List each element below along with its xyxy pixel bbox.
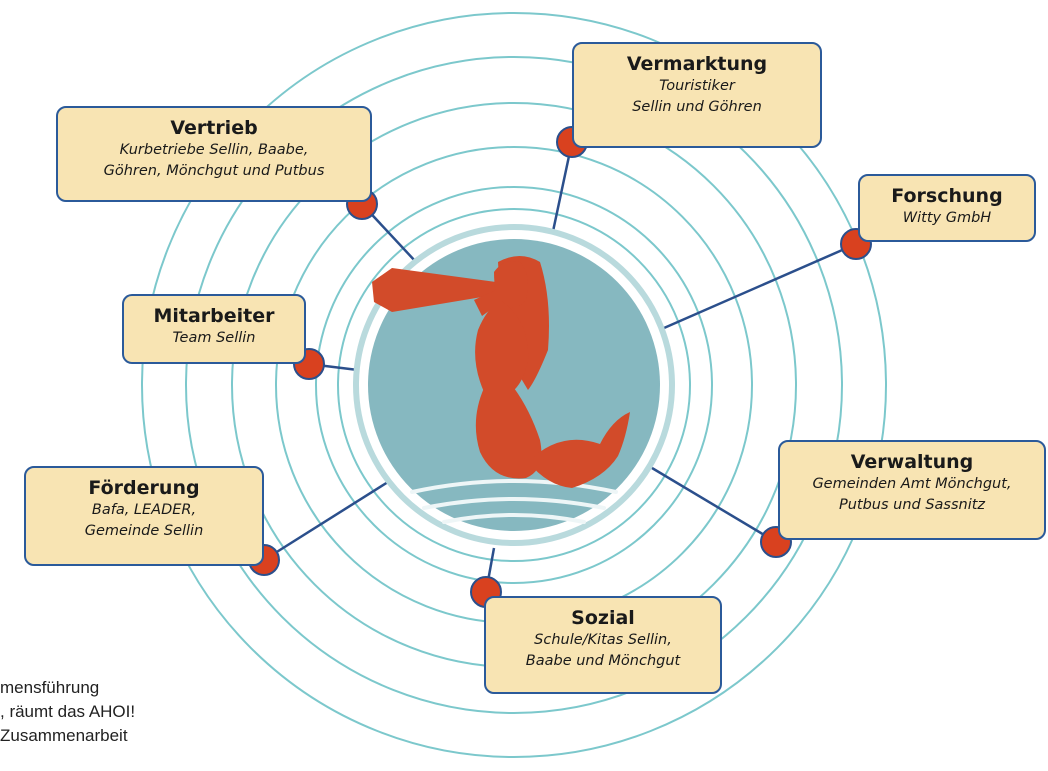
- node-line: Baabe und Mönchgut: [492, 651, 714, 672]
- node-vertrieb[interactable]: Vertrieb Kurbetriebe Sellin, Baabe, Göhr…: [56, 106, 372, 202]
- node-forschung[interactable]: Forschung Witty GmbH: [858, 174, 1036, 242]
- node-line: Witty GmbH: [866, 208, 1028, 229]
- node-line: Göhren, Mönchgut und Putbus: [64, 161, 364, 182]
- node-verwaltung[interactable]: Verwaltung Gemeinden Amt Mönchgut, Putbu…: [778, 440, 1046, 540]
- caption-line: , räumt das AHOI!: [0, 700, 240, 724]
- node-line: Team Sellin: [130, 328, 298, 349]
- node-title: Vermarktung: [580, 52, 814, 76]
- caption-text: mensführung , räumt das AHOI! Zusammenar…: [0, 676, 240, 748]
- node-title: Mitarbeiter: [130, 304, 298, 328]
- node-title: Sozial: [492, 606, 714, 630]
- center-logo: [356, 227, 672, 543]
- node-line: Sellin und Göhren: [580, 97, 814, 118]
- caption-line: Zusammenarbeit: [0, 724, 240, 748]
- node-line: Kurbetriebe Sellin, Baabe,: [64, 140, 364, 161]
- node-title: Verwaltung: [786, 450, 1038, 474]
- node-line: Touristiker: [580, 76, 814, 97]
- node-title: Vertrieb: [64, 116, 364, 140]
- node-line: Putbus und Sassnitz: [786, 495, 1038, 516]
- node-title: Förderung: [32, 476, 256, 500]
- node-line: Schule/Kitas Sellin,: [492, 630, 714, 651]
- node-mitarbeiter[interactable]: Mitarbeiter Team Sellin: [122, 294, 306, 364]
- node-sozial[interactable]: Sozial Schule/Kitas Sellin, Baabe und Mö…: [484, 596, 722, 694]
- node-line: Gemeinde Sellin: [32, 521, 256, 542]
- node-vermarktung[interactable]: Vermarktung Touristiker Sellin und Göhre…: [572, 42, 822, 148]
- node-line: Bafa, LEADER,: [32, 500, 256, 521]
- node-line: Gemeinden Amt Mönchgut,: [786, 474, 1038, 495]
- node-foerderung[interactable]: Förderung Bafa, LEADER, Gemeinde Sellin: [24, 466, 264, 566]
- node-title: Forschung: [866, 184, 1028, 208]
- caption-line: mensführung: [0, 676, 240, 700]
